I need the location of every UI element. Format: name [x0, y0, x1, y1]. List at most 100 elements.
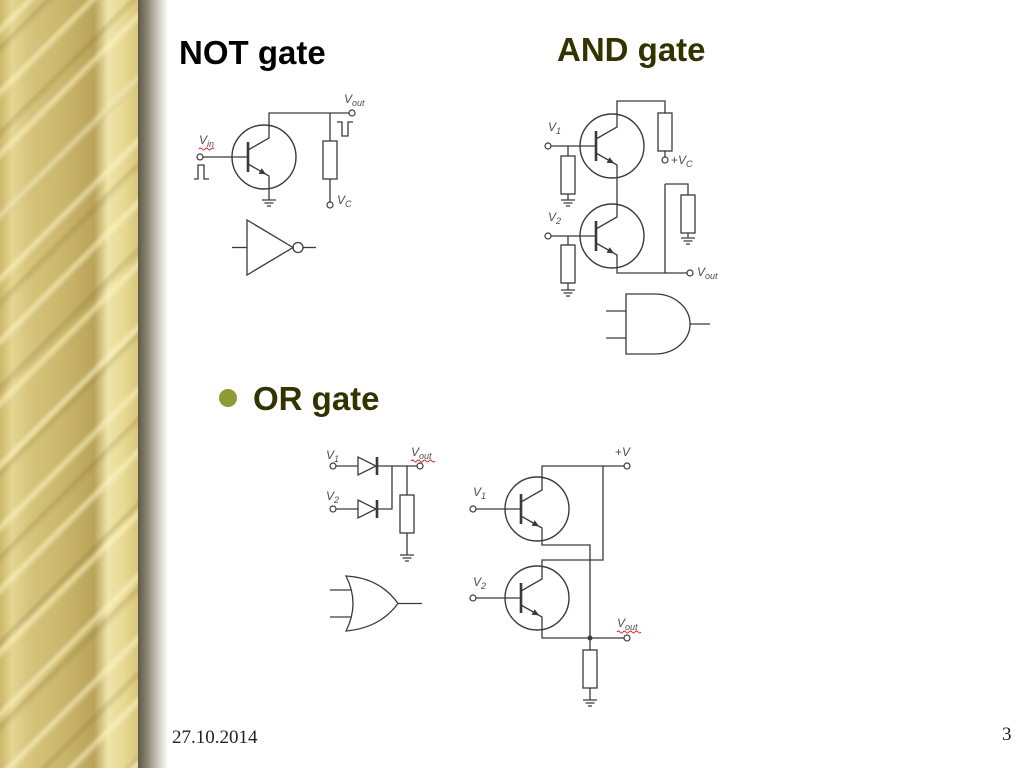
junction-dot: [587, 635, 593, 641]
ground-lines: [262, 199, 276, 207]
emitter-arrow: [606, 157, 615, 164]
and-input-lines: [606, 310, 626, 339]
v2-wire: [336, 466, 393, 510]
emitter-lead: [595, 242, 618, 268]
vplus-label: +V: [615, 445, 631, 459]
output-terminal: [416, 462, 424, 470]
v1-terminal: [329, 462, 337, 470]
collector-lead: [595, 204, 618, 230]
spellcheck-underline: [410, 459, 436, 463]
vc-label: +VC: [671, 153, 693, 169]
emitter-arrow: [606, 247, 615, 254]
ground-symbol: [400, 554, 414, 562]
ground-symbol: [561, 289, 575, 297]
emitter-lead: [595, 152, 618, 178]
emitter-arrow: [531, 609, 540, 616]
not-gate-title: NOT gate: [179, 34, 326, 71]
or-gate-diode-circuit: V1 V2 Vout: [326, 445, 436, 632]
spellcheck-underline: [198, 147, 215, 151]
vout-subscript: out: [419, 451, 432, 461]
transistor-circuit-wires: [476, 465, 624, 700]
vout-subscript: out: [625, 622, 638, 632]
vout-subscript: out: [352, 98, 365, 108]
v1-terminal: [544, 142, 552, 150]
vout-label: Vout: [411, 445, 432, 461]
vout-label: Vout: [697, 265, 718, 281]
emitter-lead: [247, 163, 270, 189]
v1-subscript: 1: [334, 454, 339, 464]
resistor: [399, 494, 415, 534]
transistor-body: [504, 476, 570, 542]
diode-triangle: [357, 455, 378, 477]
inverter-bubble: [292, 241, 304, 254]
diode: [357, 498, 379, 520]
emitter-lead: [520, 604, 543, 630]
v2-subscript: 2: [480, 581, 486, 591]
vin-subscript: in: [207, 139, 214, 149]
vout-symbol: V: [697, 265, 706, 279]
not-gate-circuit: Vin Vout VC: [194, 92, 365, 277]
v2-label: V2: [473, 575, 486, 591]
ground-symbol: [561, 199, 575, 207]
v1-terminal: [469, 505, 477, 513]
or-gate-title: OR gate: [253, 380, 380, 417]
vplus-symbol: V: [622, 445, 631, 459]
inverter-triangle: [246, 218, 295, 277]
v2-terminal: [469, 594, 477, 602]
transistor-body: [504, 565, 570, 631]
output-wire: [616, 268, 687, 274]
resistor: [322, 140, 338, 180]
v2-subscript: 2: [555, 216, 561, 226]
resistor: [560, 155, 576, 195]
ground-lines: [583, 699, 597, 707]
output-pulse-waveform: [337, 121, 353, 137]
diode-triangle: [357, 498, 378, 520]
v2-symbol: V: [473, 575, 482, 589]
collector-lead: [595, 114, 618, 140]
v1-label: V1: [548, 120, 561, 136]
output-terminal: [686, 269, 694, 277]
or-gate-body: [344, 575, 399, 632]
or-gate-symbol: [330, 575, 422, 632]
v2-terminal: [329, 505, 337, 513]
output-terminal: [623, 634, 631, 642]
collector-lead: [520, 477, 543, 503]
output-terminal: [348, 109, 356, 117]
collector-wire: [268, 112, 349, 125]
and-gate-title: AND gate: [557, 31, 706, 68]
diode: [357, 455, 379, 477]
transistor: [504, 565, 570, 631]
input-pulse-waveform: [194, 164, 209, 180]
border-shadow: [138, 0, 168, 768]
bullet-icon: [219, 389, 237, 407]
v2-terminal: [544, 232, 552, 240]
ground-lines: [681, 237, 695, 245]
vout-symbol: V: [411, 445, 420, 459]
transistor: [231, 124, 297, 190]
transistor: [579, 113, 645, 179]
and-gate-symbol: [606, 293, 710, 355]
supply-wire: [541, 465, 624, 477]
resistor: [680, 194, 696, 234]
and-gate-wires: [551, 100, 689, 290]
v1-label: V1: [326, 448, 339, 464]
vout-subscript: out: [705, 271, 718, 281]
emitter-arrow: [258, 168, 267, 175]
ground-lines: [561, 289, 575, 297]
transistor: [579, 203, 645, 269]
ground-lines: [400, 554, 414, 562]
v2-symbol: V: [548, 210, 557, 224]
collector-lead: [247, 125, 270, 151]
vout-symbol: V: [344, 92, 353, 106]
v2-label: V2: [548, 210, 561, 226]
vplus-prefix: +: [615, 445, 622, 459]
slide-date: 27.10.2014: [172, 727, 258, 748]
and-gate-body: [625, 293, 691, 355]
v1-symbol: V: [326, 448, 335, 462]
ground-lines: [561, 199, 575, 207]
resistor: [582, 649, 598, 689]
vin-symbol: V: [199, 133, 208, 147]
v1-subscript: 1: [481, 491, 486, 501]
vc-prefix: +: [671, 153, 678, 167]
